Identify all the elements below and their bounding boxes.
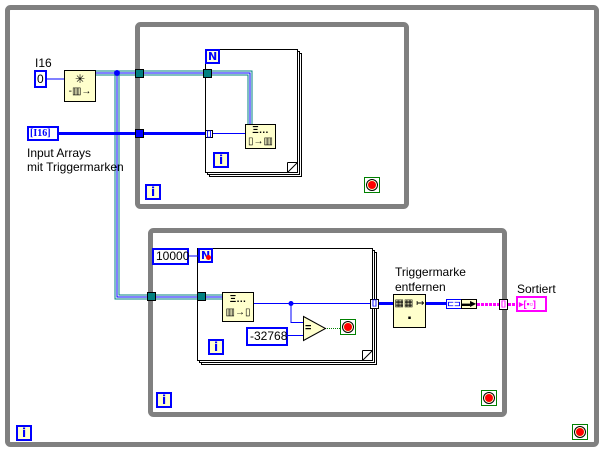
sorted-indicator-label: Sortiert xyxy=(517,282,556,296)
top-for-index-tunnel[interactable]: [] xyxy=(205,130,213,138)
bottom-while-refnum-tunnel[interactable] xyxy=(147,292,156,301)
input-array-type: [I16] xyxy=(30,128,51,139)
top-while-array-tunnel[interactable] xyxy=(135,129,144,138)
bottom-while-iteration-terminal: i xyxy=(156,392,172,408)
wire-junction xyxy=(114,70,120,76)
hourglass-icon: Ξ… xyxy=(229,294,247,305)
sentinel-constant[interactable]: -32768 xyxy=(246,327,288,346)
queue-arrow-icon: -▥→ xyxy=(68,86,92,97)
bottom-for-output-tunnel[interactable]: [] xyxy=(370,299,379,309)
obtain-queue-icon: ✳ xyxy=(74,72,86,86)
subvi-icon: ▦▦ ↦ ▪ xyxy=(394,298,425,324)
equal-comparator[interactable] xyxy=(303,315,327,342)
top-while-loop[interactable] xyxy=(135,22,409,209)
equal-symbol: = xyxy=(305,322,312,334)
bottom-while-stop-terminal[interactable] xyxy=(481,390,497,406)
outer-while-iteration-terminal: i xyxy=(16,425,32,441)
top-while-refnum-tunnel[interactable] xyxy=(135,69,144,78)
queue-size-constant[interactable]: 0 xyxy=(34,70,47,88)
top-for-refnum-tunnel[interactable] xyxy=(203,69,212,78)
bottom-for-count-terminal[interactable]: N xyxy=(198,248,213,263)
stop-dot xyxy=(368,181,376,189)
bottom-while-output-tunnel[interactable]: [] xyxy=(499,299,508,310)
iterations-constant[interactable]: 10000 xyxy=(152,248,189,265)
enqueue-element-function[interactable]: Ξ… ▯→▥ xyxy=(245,124,276,149)
queue-refnum-wire[interactable] xyxy=(96,70,253,300)
top-for-count-terminal[interactable]: N xyxy=(205,49,220,64)
dequeue-arrow-icon: ▥→▯ xyxy=(225,307,251,318)
outer-while-stop-terminal[interactable] xyxy=(572,424,588,440)
int-wires[interactable] xyxy=(46,78,446,336)
obtain-queue-function[interactable]: ✳ -▥→ xyxy=(64,70,96,102)
bottom-for-iteration-terminal: i xyxy=(208,339,224,355)
input-array-label-line2: mit Triggermarken xyxy=(27,160,124,174)
sorted-indicator[interactable]: ▸[▪▫] xyxy=(516,296,547,312)
remove-trigger-subvi[interactable]: ▦▦ ↦ ▪ xyxy=(393,294,426,328)
top-while-stop-terminal[interactable] xyxy=(364,177,380,193)
conditional-dot-icon xyxy=(206,255,211,260)
top-for-iteration-terminal: i xyxy=(213,152,229,168)
bottom-while-loop[interactable] xyxy=(148,228,507,417)
subvi-label-line1: Triggermarke xyxy=(395,265,466,279)
array-to-cluster-node[interactable]: ⊏⊐ xyxy=(446,299,462,309)
subvi-label-line2: entfernen xyxy=(395,280,446,294)
dequeue-element-function[interactable]: Ξ… ▥→▯ xyxy=(222,292,254,322)
bottom-for-stop-terminal[interactable] xyxy=(340,319,356,335)
bottom-for-refnum-tunnel[interactable] xyxy=(197,292,206,301)
stop-dot xyxy=(485,394,493,402)
enqueue-arrow-icon: ▯→▥ xyxy=(248,136,273,147)
bundle-node[interactable]: ▬▶ xyxy=(461,299,477,309)
input-array-control[interactable]: [I16] xyxy=(27,126,59,141)
top-while-iteration-terminal: i xyxy=(145,184,161,200)
input-array-label-line1: Input Arrays xyxy=(27,146,92,160)
wire-junction xyxy=(288,301,294,306)
count-glyph: N xyxy=(201,249,210,262)
stop-dot xyxy=(344,323,352,331)
stop-dot xyxy=(576,428,584,436)
i16-label: I16 xyxy=(35,56,52,70)
hourglass-icon: Ξ… xyxy=(252,125,269,136)
outer-while-loop[interactable] xyxy=(5,5,599,447)
